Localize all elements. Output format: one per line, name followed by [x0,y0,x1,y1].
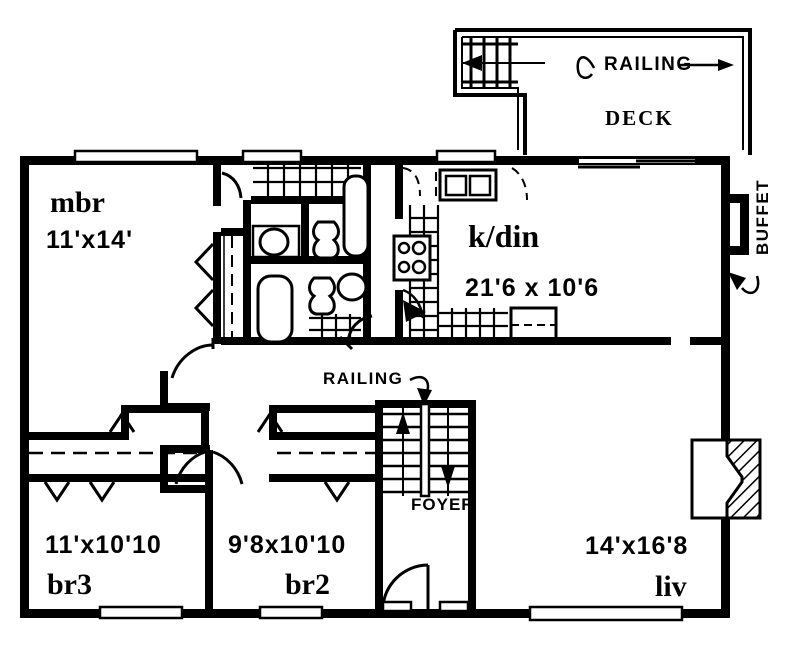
bath-top-window [241,149,303,164]
br2-bottom-window [258,605,324,620]
kitchen-left-wall-lower [395,290,403,345]
bath-door-upper [221,171,243,199]
bath-upper-tub-icon [342,174,370,258]
foyer-sidelight-left [381,600,413,613]
right-exterior-wall [721,156,730,618]
bath-divider-mid [251,256,371,264]
railing-deck-arrowhead-icon [718,59,734,71]
bath-divider-top [251,196,371,204]
bath-doors [221,171,373,351]
railing-stair-label: RAILING [323,369,403,388]
buffet-arrowhead-icon [728,272,746,290]
mbr-door [170,338,215,379]
fireplace [690,438,762,520]
closet-arrow-icon [108,411,136,433]
br3-dimensions: 11'x10'10 [45,531,162,559]
mbr-label: mbr [50,186,105,219]
kitchen-door-swing [402,288,425,319]
range-burner-icon [411,259,427,275]
bath-lower-tub-icon [256,274,294,344]
deck-left-wall [453,30,527,155]
bath-inner-wall [301,196,309,256]
bath-upper-toilet-icon [312,220,340,260]
mbr-dimensions: 11'x14' [46,226,133,254]
railing-deck-label: RAILING [604,54,693,75]
bath-upper [251,164,370,260]
liv-bottom-window [528,605,684,622]
sliding-patio-door [577,157,698,169]
br3-br2-divider [205,450,213,618]
bath-lower-toilet-icon [308,276,336,316]
kitchen-range [392,234,432,282]
br2-foyer-divider [375,400,383,618]
kitchen-top-window [435,149,497,164]
kitchen-door-arrow-icon [403,300,426,322]
kdin-dimensions: 21'6 x 10'6 [465,274,599,302]
range-burner-icon [397,241,411,255]
upper-zone-bottom-wall [341,337,671,345]
bath-upper-sink-icon [258,227,290,257]
mbr-closet-head [221,228,243,236]
range-burner-icon [397,260,411,274]
closet-arrow-icon [323,481,351,503]
closet-arrow-icon [256,411,284,433]
hall-closets [29,371,377,503]
railing-stair-arrowhead-icon [417,388,432,406]
hall-walls [160,371,210,493]
mbr-closet-wall [243,200,251,345]
mbr-right-wall-lower [213,232,221,344]
kitchen-group [392,167,558,344]
foyer-sidelight-right [438,600,470,613]
closet-arrow-icon [88,481,116,503]
windows-top [73,149,497,164]
br3-door [174,450,206,485]
liv-top-wall-right [690,337,730,345]
stairs-up-arrow-icon [396,412,410,434]
bedroom-doors [174,450,244,485]
stairs-down-arrow-icon [441,466,455,488]
liv-dimensions: 14'x16'8 [585,532,688,560]
deck-stairs-arrow-icon [462,55,482,71]
mbr-top-window [73,149,199,164]
br2-door [212,450,244,485]
kitchen-sink-bowl-right [468,174,492,197]
bath-door-lower [346,314,373,346]
kitchen-sink-bowl-left [444,174,468,197]
deck-label: DECK [605,106,674,130]
br3-bottom-window [98,605,184,620]
mbr-closet [193,236,233,340]
kitchen-counter-tile [408,205,440,338]
windows-bottom [98,605,684,622]
buffet-niche [721,194,749,255]
br2-closet-walls [269,405,377,482]
top-exterior-wall [20,156,730,165]
deck-inner-rail [462,36,744,150]
br3-closet-doors [29,411,207,503]
mbr-right-wall-upper [213,156,221,206]
kitchen-left-wall-upper [395,164,403,219]
kitchen-upper-cabinets [402,167,528,201]
buffet-arrow-icon [741,275,760,295]
liv-label: liv [655,570,687,603]
kdin-label: k/din [468,218,539,254]
range-burner-icon [411,240,427,256]
closet-arrow-icon [43,481,71,503]
foyer-liv-wall [468,400,476,618]
foyer-label: FOYER [411,495,475,514]
br2-dimensions: 9'8x10'10 [228,531,346,559]
left-exterior-wall [20,156,29,618]
kitchen-lower-counter [438,308,508,338]
br2-closet-doors [256,411,377,503]
deck-outer-wall [455,28,752,155]
br2-label: br2 [285,568,330,601]
bath-lower-sink-icon [336,272,368,302]
stair-center-rail [419,402,431,498]
foyer-stairs-group: FOYER [381,402,475,613]
buffet-label: BUFFET [753,179,772,255]
br3-label: br3 [47,568,92,601]
fireplace-masonry [725,438,762,520]
